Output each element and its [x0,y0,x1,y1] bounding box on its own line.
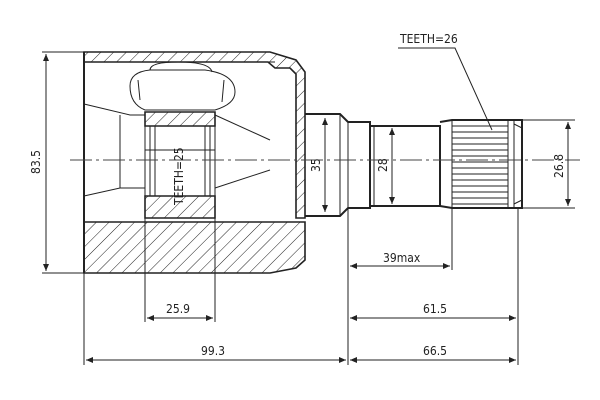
extension-lines [42,51,575,365]
label-teeth-25: TEETH=25 [172,147,186,206]
label-dim-99-3: 99.3 [201,344,225,358]
splined-shaft-end [439,119,523,209]
label-dim-28: 28 [376,158,390,172]
tripod-roller [129,61,236,111]
label-dim-25-9: 25.9 [166,302,190,316]
dimension-lines [43,47,571,363]
label-dim-39max: 39max [383,251,421,265]
shaft-stem [305,113,441,217]
label-dim-26-8: 26.8 [552,154,566,178]
label-dim-83-5: 83.5 [29,150,43,174]
label-teeth-26: TEETH=26 [399,32,458,46]
dimension-labels: TEETH=26 TEETH=25 83.5 35 28 26.8 39max … [29,32,566,358]
outer-housing [83,51,306,274]
label-dim-35: 35 [309,158,323,172]
housing-cavity [83,103,271,197]
inner-spline-hub [144,111,216,219]
label-dim-66-5: 66.5 [423,344,447,358]
label-dim-61-5: 61.5 [423,302,447,316]
